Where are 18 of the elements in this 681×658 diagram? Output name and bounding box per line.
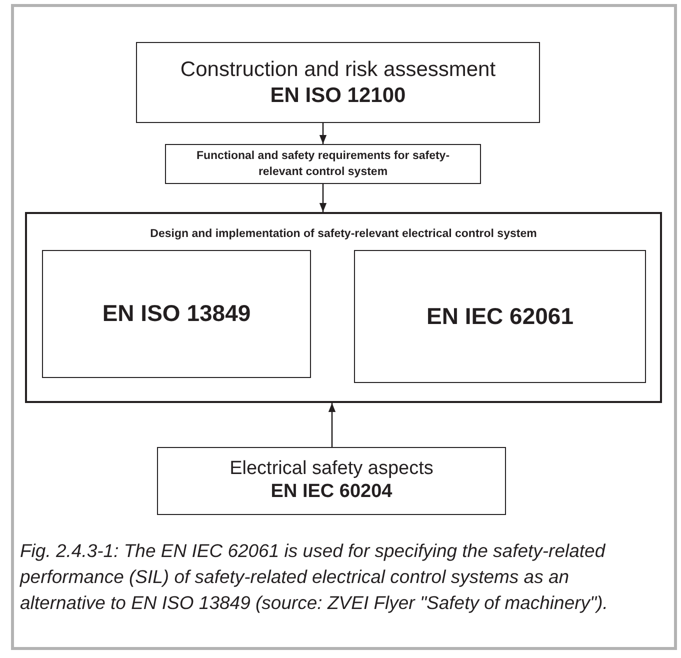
arrow bbox=[319, 123, 327, 144]
process-box bbox=[25, 212, 662, 403]
box-title: Electrical safety aspects bbox=[230, 458, 434, 481]
standard-number: EN ISO 12100 bbox=[270, 82, 406, 108]
process-box bbox=[165, 144, 481, 184]
box-title: Construction and risk assessment bbox=[180, 57, 496, 82]
group-heading: Design and implementation of safety-relevant electrical control system bbox=[150, 228, 537, 242]
box-label: Functional and safety requirements for safety-relevant control system bbox=[195, 149, 451, 180]
process-box bbox=[136, 42, 540, 123]
arrow bbox=[319, 184, 327, 212]
arrow bbox=[328, 403, 336, 447]
standard-number: EN IEC 62061 bbox=[426, 302, 574, 330]
standard-box bbox=[42, 250, 311, 378]
standard-number: EN ISO 13849 bbox=[102, 300, 251, 328]
figure-caption: Fig. 2.4.3-1: The EN IEC 62061 is used for specifying the safety-related performance (SIL) of safety-related electrical control systems as an alternative to EN ISO 13849 (source: ZVEI Flyer "Safety of machinery"). bbox=[20, 539, 609, 615]
standard-box bbox=[354, 250, 646, 383]
standard-number: EN IEC 60204 bbox=[270, 481, 392, 504]
process-box bbox=[157, 447, 506, 515]
